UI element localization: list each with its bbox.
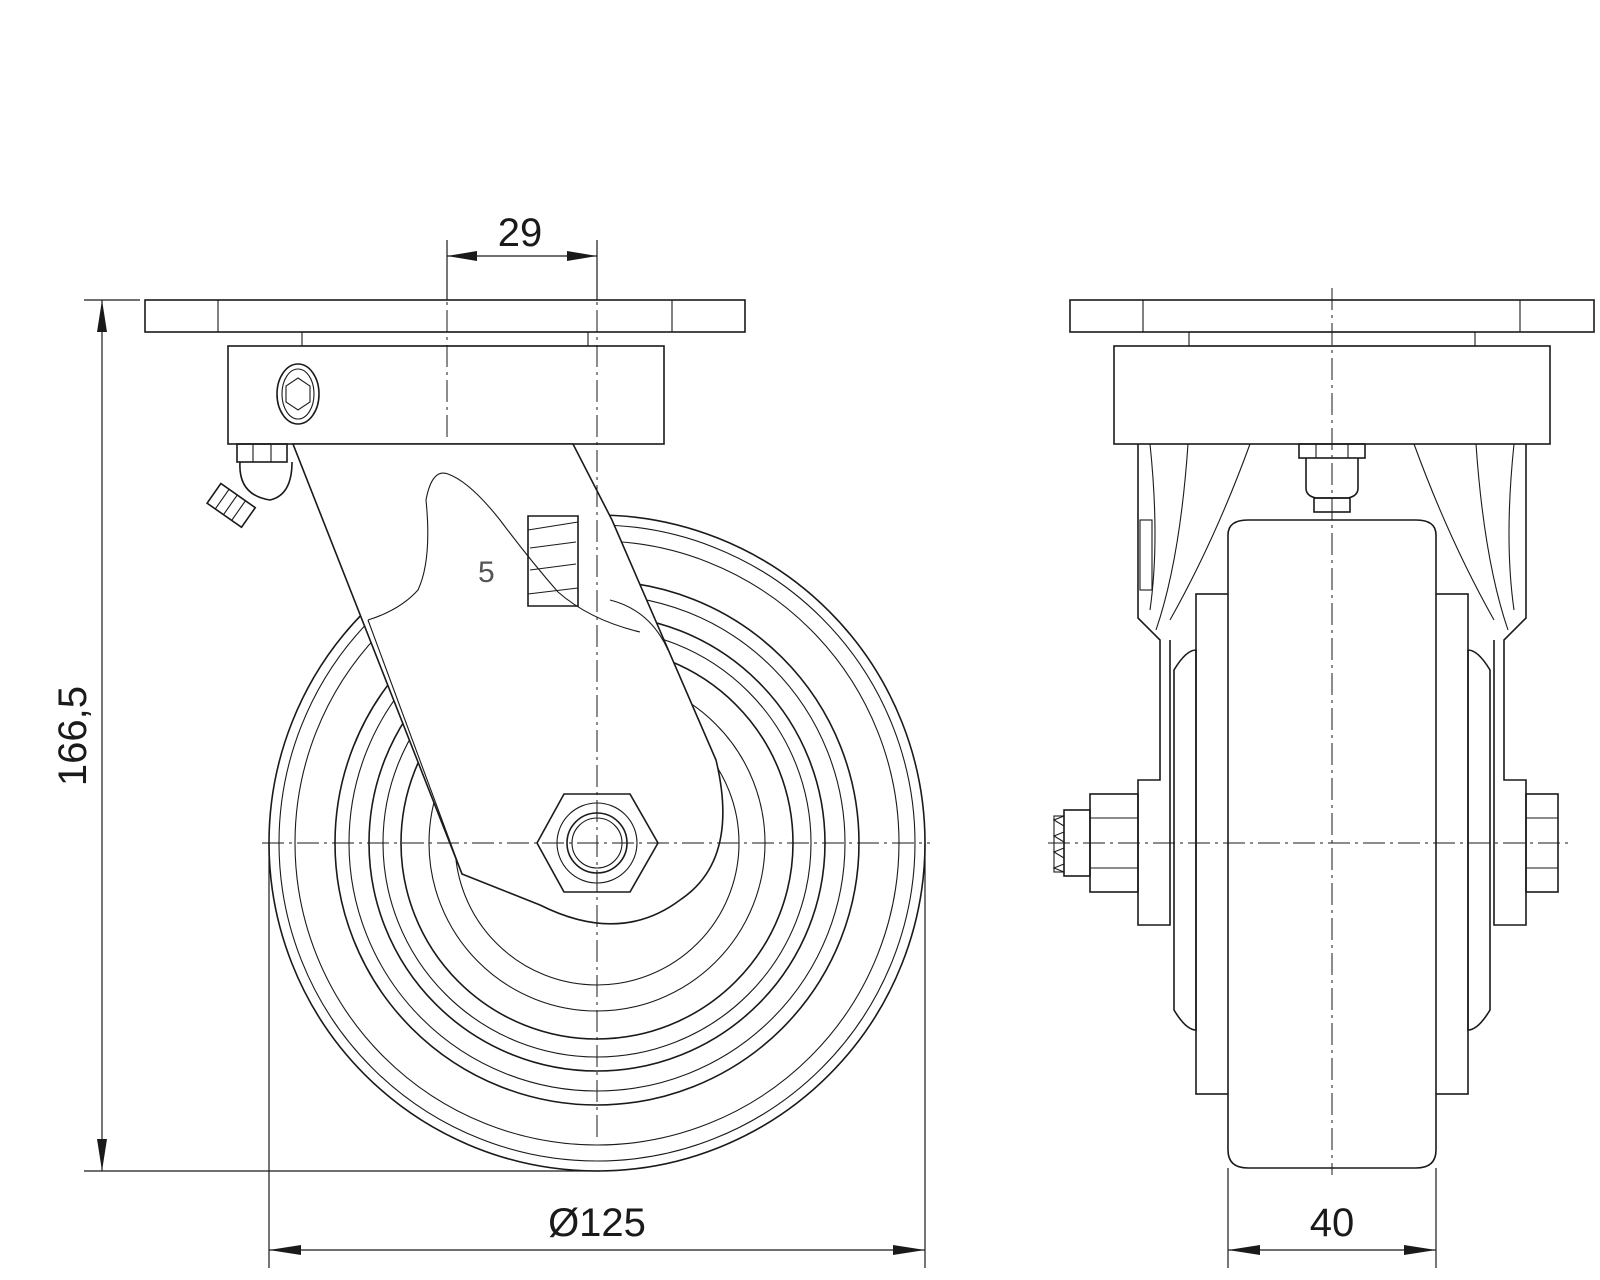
height-dimension — [84, 299, 600, 1172]
swivel-lock-icon — [527, 515, 579, 607]
width-dimension — [1227, 1168, 1437, 1268]
front-tire — [1227, 519, 1437, 1169]
plate-number: 5 — [478, 556, 495, 589]
side-swivel-housing — [227, 345, 665, 445]
width-dimension-label: 40 — [1310, 1201, 1355, 1245]
side-fork — [291, 443, 724, 925]
grease-nipple-icon — [205, 443, 293, 529]
socket-screw-icon — [276, 363, 320, 425]
offset-dimension — [446, 240, 598, 300]
side-view: 5 29 166,5 — [51, 211, 930, 1268]
diameter-dimension-label: Ø125 — [548, 1201, 646, 1245]
side-top-plate — [144, 299, 746, 347]
height-dimension-label: 166,5 — [51, 686, 95, 786]
diameter-dimension — [268, 843, 926, 1268]
front-fork-legs — [1137, 443, 1527, 926]
front-view: 40 — [1048, 288, 1595, 1268]
offset-dimension-label: 29 — [498, 211, 543, 255]
